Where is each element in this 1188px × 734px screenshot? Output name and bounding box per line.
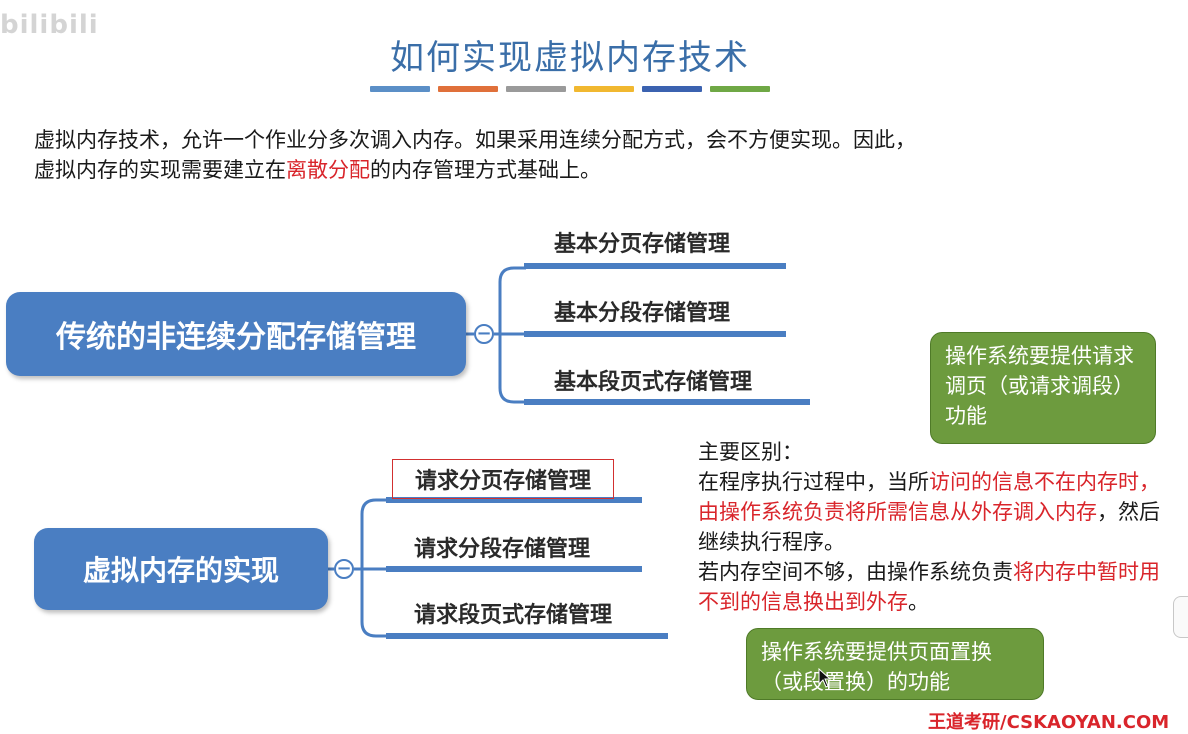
slide-title: 如何实现虚拟内存技术 (390, 38, 750, 78)
intro-line-1: 虚拟内存技术，允许一个作业分多次调入内存。如果采用连续分配方式，会不方便实现。因… (34, 128, 916, 152)
notes-paragraph-1: 在程序执行过程中，当所访问的信息不在内存时，由操作系统负责将所需信息从外存调入内… (698, 467, 1168, 557)
callout-demand-paging-function: 操作系统要提供请求调页（或请求调段）功能 (930, 332, 1156, 444)
collapse-icon-virtual[interactable]: − (334, 559, 354, 579)
notes-heading: 主要区别： (698, 440, 803, 464)
intro-paragraph: 虚拟内存技术，允许一个作业分多次调入内存。如果采用连续分配方式，会不方便实现。因… (34, 125, 1134, 185)
node-virtual-memory-impl[interactable]: 虚拟内存的实现 (34, 528, 328, 610)
notes-p2-post: 。 (908, 590, 929, 614)
highlight-discrete-allocation: 离散分配 (286, 158, 370, 182)
leaf-basic-paging: 基本分页存储管理 (554, 232, 731, 257)
notes-p2-pre: 若内存空间不够，由操作系统负责 (698, 560, 1013, 584)
collapse-icon-traditional[interactable]: − (474, 324, 494, 344)
notes-p1-post: ，然后继续执行程序。 (698, 500, 1160, 554)
leaf-basic-segment-paging: 基本段页式存储管理 (554, 370, 753, 395)
title-bar-segment-1 (438, 86, 498, 92)
callout-page-replacement-function: 操作系统要提供页面置换（或段置换）的功能 (746, 628, 1044, 700)
bilibili-watermark: bilibili (0, 10, 99, 40)
main-difference-notes: 主要区别： 在程序执行过程中，当所访问的信息不在内存时，由操作系统负责将所需信息… (698, 437, 1168, 617)
notes-p1-pre: 在程序执行过程中，当所 (698, 470, 929, 494)
leaf-basic-segmentation: 基本分段存储管理 (554, 301, 731, 326)
notes-paragraph-2: 若内存空间不够，由操作系统负责将内存中暂时用不到的信息换出到外存。 (698, 557, 1168, 617)
node-traditional-noncontiguous[interactable]: 传统的非连续分配存储管理 (6, 292, 466, 376)
mouse-cursor-icon (818, 668, 832, 688)
virt-bracket (360, 498, 377, 638)
title-underline-bar (370, 86, 770, 92)
notes-p1-highlight: 访问的信息不在内存时，由操作系统负责将所需信息从外存调入内存 (698, 470, 1160, 524)
leaf-demand-segment-paging: 请求段页式存储管理 (414, 603, 613, 628)
intro-line-2: 虚拟内存的实现需要建立在离散分配的内存管理方式基础上。 (34, 155, 1134, 185)
trad-bracket (498, 266, 515, 404)
title-bar-segment-3 (574, 86, 634, 92)
title-bar-segment-4 (642, 86, 702, 92)
intro-line-2-pre: 虚拟内存的实现需要建立在 (34, 158, 286, 182)
title-bar-segment-5 (710, 86, 770, 92)
footer-brand: 王道考研/CSKAOYAN.COM (928, 712, 1170, 733)
leaf-demand-segmentation: 请求分段存储管理 (414, 537, 591, 562)
title-bar-segment-2 (506, 86, 566, 92)
notes-p2-highlight: 将内存中暂时用不到的信息换出到外存 (698, 560, 1160, 614)
title-bar-segment-0 (370, 86, 430, 92)
leaf-demand-paging: 请求分页存储管理 (392, 459, 615, 499)
side-panel-tab[interactable] (1173, 596, 1188, 638)
intro-line-2-post: 的内存管理方式基础上。 (370, 158, 601, 182)
